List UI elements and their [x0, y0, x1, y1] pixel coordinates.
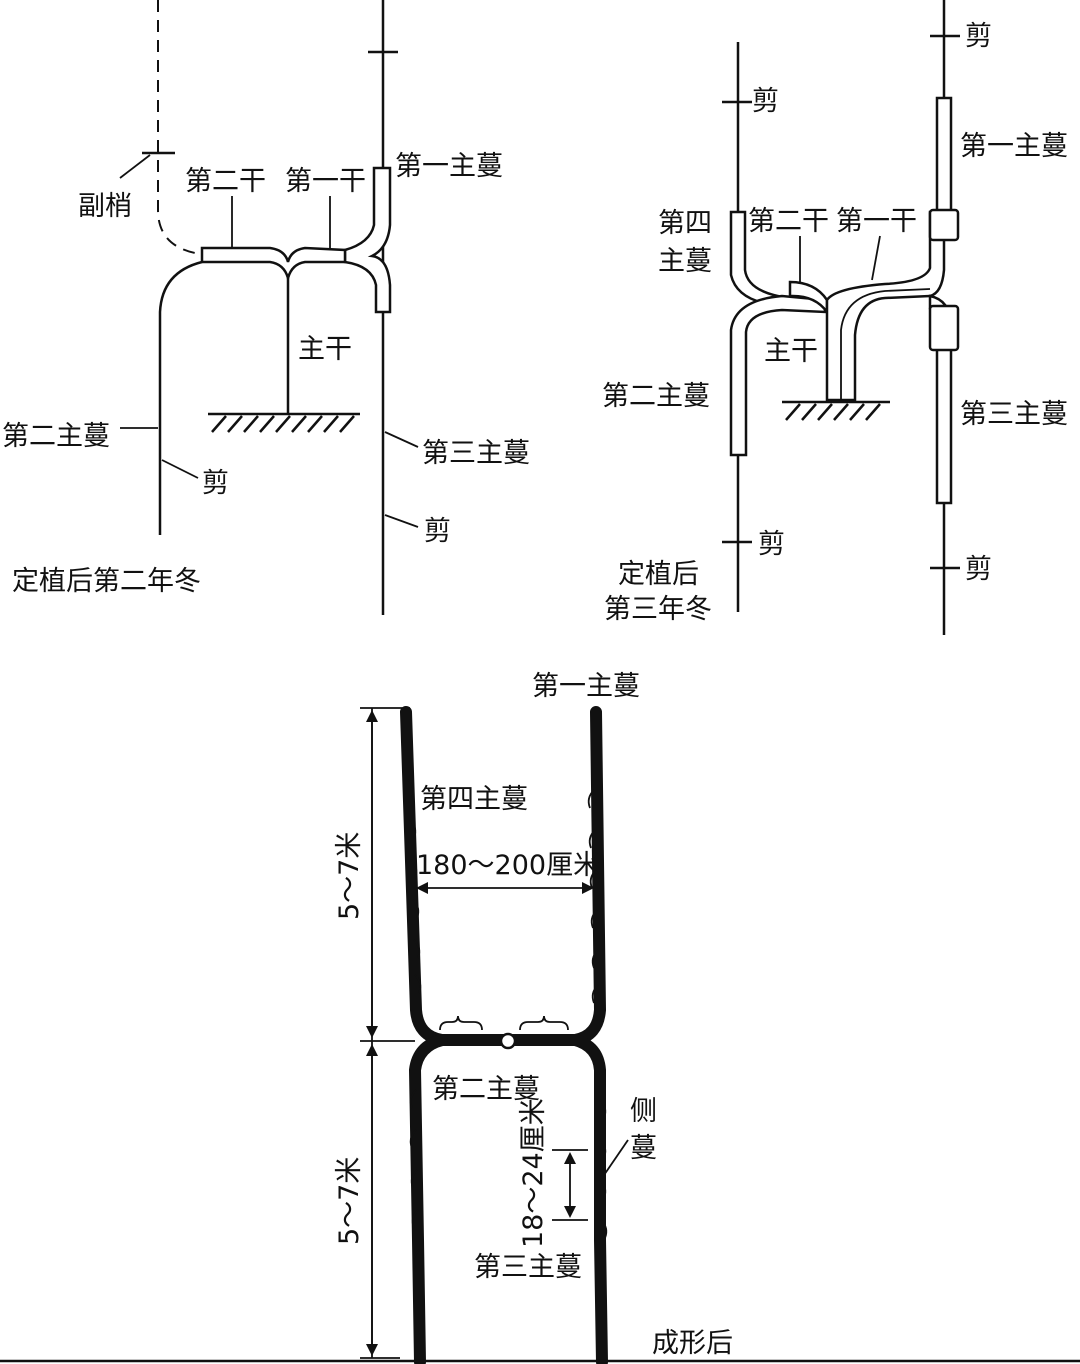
cut-a-label: 剪	[202, 468, 229, 499]
second-main-vine	[409, 1034, 448, 1364]
ground-hatch	[211, 415, 355, 433]
first-main-vine-joint	[928, 208, 960, 242]
cut-a-leader	[161, 459, 199, 479]
panel-year2: 副梢 第二干 第一干 第一主蔓 主干 第二主蔓 第三主蔓 剪 剪 定植后第二年冬	[2, 0, 530, 615]
lateral-vine-label-2: 蔓	[630, 1133, 657, 1164]
cut-b-leader	[384, 514, 419, 528]
panel-final-title: 成形后	[652, 1328, 733, 1359]
panel-year3-title-2: 第三年冬	[604, 594, 712, 625]
trunk-inner-line	[840, 288, 931, 400]
third-main-vine-leader	[384, 431, 419, 448]
third-main-vine-tube	[935, 346, 953, 505]
panel-year2-title: 定植后第二年冬	[12, 566, 201, 597]
first-stem-label: 第一干	[836, 206, 917, 237]
lateral-vine-label-1: 侧	[630, 1096, 657, 1127]
cut-top-right-label: 剪	[965, 21, 992, 52]
panel-year3: 剪 剪 第一主蔓 第四 主蔓 第二干 第一干 主干 第二主蔓 第三主蔓 剪 剪 …	[602, 0, 1068, 635]
first-main-vine-label: 第一主蔓	[532, 671, 640, 702]
first-main-vine-label: 第一主蔓	[395, 151, 503, 182]
second-main-vine-label: 第二主蔓	[2, 421, 110, 452]
fourth-main-vine-label: 第四主蔓	[420, 784, 528, 815]
width-label: 180～200厘米	[416, 850, 600, 881]
lateral-shoot-line	[157, 0, 202, 254]
third-main-vine-label: 第三主蔓	[960, 399, 1068, 430]
cut-bottom-right-label: 剪	[965, 554, 992, 585]
first-main-vine-label: 第一主蔓	[960, 131, 1068, 162]
lateral-vine-leader	[601, 1139, 629, 1179]
fourth-main-vine-label-1: 第四	[658, 208, 712, 239]
first-main-vine-tube	[343, 166, 392, 314]
second-main-vine-line	[158, 260, 203, 535]
first-stem-label: 第一干	[285, 166, 366, 197]
second-stem-tube	[200, 246, 347, 283]
second-main-vine-tube	[729, 294, 827, 457]
left-brace	[439, 1015, 483, 1031]
lateral-shoot-leader	[119, 154, 151, 179]
panel-final: 第一主蔓 第四主蔓 180～200厘米 5～7米 5～7米 第二主蔓 侧 蔓 1…	[0, 671, 1080, 1364]
trunk-head	[499, 1032, 517, 1050]
second-main-vine-label: 第二主蔓	[432, 1074, 540, 1105]
third-main-vine-label: 第三主蔓	[422, 438, 530, 469]
first-main-vine-tube	[935, 96, 953, 214]
lateral-shoot-label: 副梢	[78, 191, 132, 222]
cut-top-left-label: 剪	[752, 86, 779, 117]
second-stem-label: 第二干	[748, 206, 829, 237]
lateral-vine-barbs	[407, 779, 608, 1269]
first-stem-leader	[871, 235, 881, 281]
cut-bottom-left-label: 剪	[758, 529, 785, 560]
cut-b-label: 剪	[424, 516, 451, 547]
ground-hatch	[785, 403, 881, 421]
spacing-label: 18～24厘米	[518, 1098, 549, 1248]
upper-height-label: 5～7米	[334, 832, 365, 920]
second-main-vine-label: 第二主蔓	[602, 381, 710, 412]
fourth-main-vine-label-2: 主蔓	[658, 246, 712, 277]
second-stem-label: 第二干	[185, 166, 266, 197]
third-main-vine	[569, 1034, 608, 1364]
right-brace	[519, 1015, 569, 1031]
trunk-label: 主干	[298, 334, 352, 365]
third-main-vine-joint	[928, 304, 960, 352]
third-main-vine-label: 第三主蔓	[474, 1252, 582, 1283]
lower-height-label: 5～7米	[334, 1157, 365, 1245]
trunk-tube	[825, 210, 946, 402]
panel-year3-title-1: 定植后	[618, 559, 699, 590]
trunk-label: 主干	[764, 336, 818, 367]
